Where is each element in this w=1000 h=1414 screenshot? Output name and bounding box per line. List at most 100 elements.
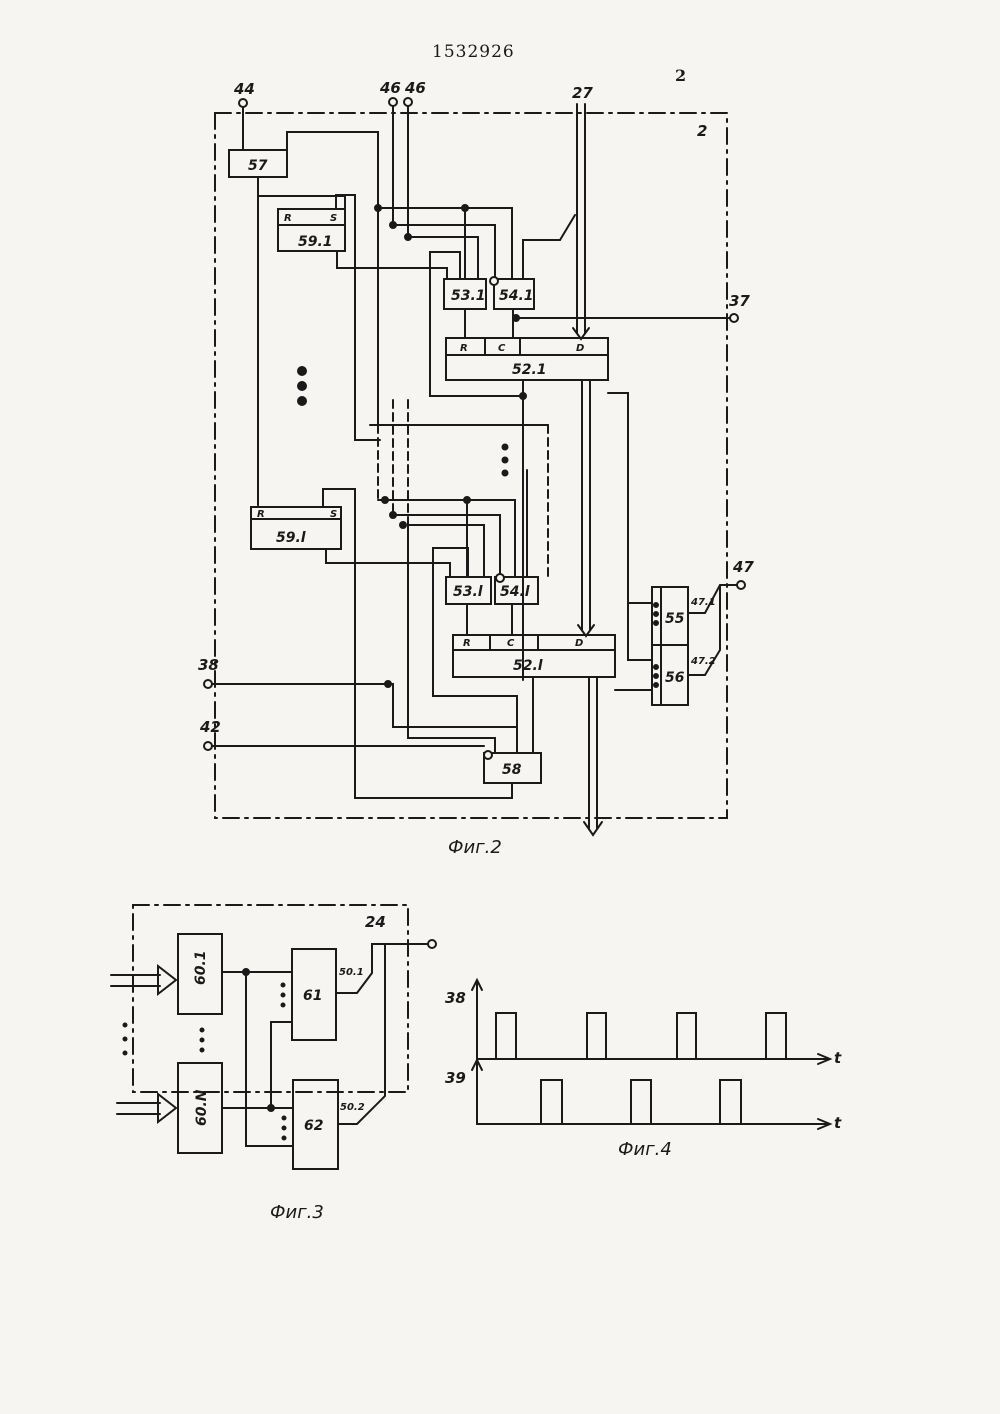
block-53-l-label: 53.l	[453, 584, 483, 600]
terminal-47-label: 47	[732, 558, 754, 576]
wire-to-56	[628, 603, 652, 660]
fig2-frame	[215, 113, 727, 818]
pin-s-59-l: S	[330, 509, 337, 520]
wire-bus-al	[378, 500, 515, 577]
block-52-1-label: 52.1	[512, 362, 547, 378]
fig3-frame-label: 24	[365, 913, 386, 931]
terminal-44	[239, 99, 247, 107]
ellipsis-fig3-4	[201, 1029, 204, 1032]
ellipsis-fig3-2	[124, 1038, 127, 1041]
node-fig3-1	[243, 969, 249, 975]
wire-to-52-l	[467, 604, 512, 635]
block-59-1-label: 59.1	[298, 234, 333, 250]
terminal-42	[204, 742, 212, 750]
signal-38-label: 38	[445, 989, 466, 1007]
terminal-37	[730, 314, 738, 322]
terminal-47	[737, 581, 745, 589]
block-54-l-label: 54.l	[500, 584, 530, 600]
figure-2: 2 44 46 46 27 57 R S 59.1 53.1 54.1	[198, 79, 754, 858]
terminal-46a-label: 46	[379, 79, 401, 97]
block-61-label: 61	[303, 988, 322, 1004]
dot-55-3	[654, 621, 658, 625]
input-arrow-60-n	[117, 1103, 160, 1114]
ellipsis-dot-1	[298, 367, 306, 375]
pin-d-52-l: D	[575, 638, 583, 649]
wire-46b-to-58	[408, 525, 495, 753]
ellipsis-dot-5	[503, 458, 508, 463]
node-d1	[462, 205, 468, 211]
terminal-44-label: 44	[233, 80, 255, 98]
terminal-27-label: 27	[572, 84, 593, 102]
wire-53-1-loop	[430, 252, 523, 396]
wire-52-1-to-55	[608, 393, 652, 603]
pin-r-59-1: R	[284, 213, 292, 224]
ellipsis-dot-6	[503, 471, 508, 476]
node-38	[385, 681, 391, 687]
bus-output-arrow	[584, 822, 602, 835]
line-47-1-label: 47.1	[690, 597, 716, 608]
terminal-42-label: 42	[199, 718, 221, 736]
block-59-l-label: 59.l	[276, 530, 306, 546]
line-47-2-label: 47.2	[690, 656, 716, 667]
signal-39-waveform	[477, 1080, 741, 1124]
pin-c-52-l: C	[507, 638, 515, 649]
block-54-1-label: 54.1	[499, 288, 534, 304]
dot-61-2	[282, 994, 285, 997]
signal-39-label: 39	[445, 1069, 466, 1087]
block-60-1-label: 60.1	[193, 950, 209, 985]
bus-output	[589, 677, 597, 828]
wire-in-53-54	[465, 208, 575, 279]
signal-38-axis-label: t	[834, 1049, 842, 1067]
line-50-2-label: 50.2	[340, 1102, 365, 1113]
fig2-caption: Фиг.2	[448, 837, 502, 858]
block-60-n-label: 60.N	[194, 1089, 210, 1126]
ellipsis-fig3-1	[124, 1024, 127, 1027]
dot-56-1	[654, 665, 658, 669]
node-a1	[375, 205, 381, 211]
wire-in-53l-54l	[467, 470, 527, 577]
signal-38-waveform	[477, 1013, 786, 1059]
figure-3: 24 60.1 60.N 61 62 50.1 50.2 Фиг.3	[111, 905, 436, 1223]
pin-r-52-l: R	[463, 638, 471, 649]
ellipsis-dot-4	[503, 445, 508, 450]
node-b1	[390, 222, 396, 228]
fig2-frame-label: 2	[697, 122, 707, 140]
terminal-38-label: 38	[198, 656, 219, 674]
wire-60-n	[222, 1022, 293, 1108]
block-52-l-fields	[453, 635, 615, 650]
pin-r-59-l: R	[257, 509, 265, 520]
dot-62-2	[283, 1127, 286, 1130]
block-53-1-label: 53.1	[451, 288, 486, 304]
terminal-38	[204, 680, 212, 688]
wire-46b-1	[408, 106, 478, 279]
wire-59-1-s	[336, 195, 380, 440]
node-fig3-2	[268, 1105, 274, 1111]
wire-dashed-continuation	[258, 400, 548, 580]
dot-61-3	[282, 1004, 285, 1007]
dot-56-2	[654, 674, 658, 678]
ellipsis-fig3-5	[201, 1039, 204, 1042]
block-58-label: 58	[502, 762, 522, 778]
terminal-46b-label: 46	[404, 79, 426, 97]
pin-d-52-1: D	[576, 343, 584, 354]
node-c1	[405, 234, 411, 240]
ellipsis-fig3-6	[201, 1049, 204, 1052]
node-bl	[390, 512, 396, 518]
dot-56-3	[654, 683, 658, 687]
ellipsis-dot-2	[298, 382, 306, 390]
dot-62-1	[283, 1117, 286, 1120]
wire-60-1	[222, 972, 293, 1146]
node-37	[513, 315, 519, 321]
inverter-54-l	[496, 574, 504, 582]
node-52-1	[520, 393, 526, 399]
wire-46b-l	[408, 525, 484, 577]
terminal-37-label: 37	[729, 292, 750, 310]
inverter-58	[484, 751, 492, 759]
block-62-label: 62	[304, 1118, 323, 1134]
wire-57-fb	[287, 132, 378, 425]
block-52-l-label: 52.l	[513, 658, 543, 674]
input-arrowhead-60-n	[158, 1094, 176, 1122]
figure-4: 38 t 39 t Фиг.4	[445, 980, 842, 1160]
wire-57-out	[258, 177, 345, 505]
input-arrow-60-1	[111, 975, 160, 986]
